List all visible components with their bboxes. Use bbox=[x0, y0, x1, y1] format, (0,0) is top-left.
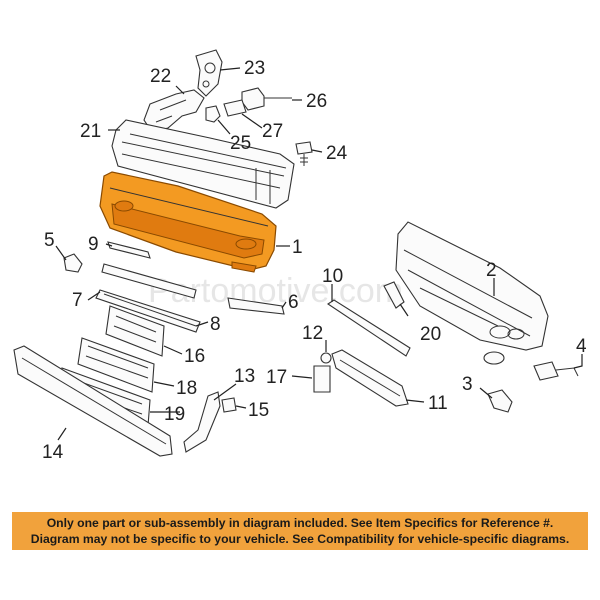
part-20-side-marker[interactable] bbox=[383, 281, 405, 309]
callout-9[interactable]: 9 bbox=[88, 234, 99, 255]
part-23-bracket[interactable] bbox=[195, 49, 223, 97]
part-6-fog-cover[interactable] bbox=[227, 297, 285, 315]
callout-13[interactable]: 13 bbox=[234, 366, 255, 387]
part-25-clip[interactable] bbox=[205, 105, 221, 123]
part-17-plate[interactable] bbox=[313, 365, 331, 393]
callout-16[interactable]: 16 bbox=[184, 346, 205, 367]
disclaimer-banner: Only one part or sub-assembly in diagram… bbox=[12, 512, 588, 550]
part-4-tow-eye[interactable] bbox=[533, 361, 579, 381]
part-fog-lamp[interactable] bbox=[483, 351, 505, 365]
callout-17[interactable]: 17 bbox=[266, 367, 287, 388]
part-15-bracket[interactable] bbox=[221, 397, 237, 413]
callout-4[interactable]: 4 bbox=[576, 336, 587, 357]
part-11-lower-trim[interactable] bbox=[331, 349, 409, 407]
callout-7[interactable]: 7 bbox=[72, 290, 83, 311]
callout-3[interactable]: 3 bbox=[462, 374, 473, 395]
callout-24[interactable]: 24 bbox=[326, 143, 348, 164]
callout-1[interactable]: 1 bbox=[292, 237, 303, 258]
callout-5[interactable]: 5 bbox=[44, 230, 55, 251]
callout-2[interactable]: 2 bbox=[486, 260, 497, 281]
callout-22[interactable]: 22 bbox=[150, 66, 171, 87]
callout-10[interactable]: 10 bbox=[322, 266, 343, 287]
part-8-grille-strip[interactable] bbox=[95, 289, 201, 333]
part-14-spoiler[interactable] bbox=[13, 345, 173, 457]
callout-27[interactable]: 27 bbox=[262, 121, 283, 142]
part-2-bumper-assembly[interactable] bbox=[395, 221, 549, 351]
callout-6[interactable]: 6 bbox=[288, 292, 299, 313]
disclaimer-line-1: Only one part or sub-assembly in diagram… bbox=[46, 516, 554, 530]
callout-labels: 1 2 3 4 5 6 7 8 9 10 11 12 13 14 15 16 1… bbox=[42, 58, 587, 463]
part-grille-strip-upper[interactable] bbox=[101, 263, 197, 299]
callout-19[interactable]: 19 bbox=[164, 404, 185, 425]
leader-lines bbox=[55, 67, 583, 441]
callout-21[interactable]: 21 bbox=[80, 121, 101, 142]
part-1-bumper-cover-highlighted[interactable] bbox=[99, 171, 277, 273]
callout-12[interactable]: 12 bbox=[302, 323, 323, 344]
callout-26[interactable]: 26 bbox=[306, 91, 327, 112]
part-12-nut[interactable] bbox=[320, 352, 332, 364]
part-24-bolt[interactable] bbox=[295, 141, 313, 166]
callout-11[interactable]: 11 bbox=[428, 393, 448, 414]
part-9-strip[interactable] bbox=[107, 241, 151, 259]
callout-25[interactable]: 25 bbox=[230, 133, 251, 154]
part-18-lower-grille[interactable] bbox=[77, 337, 155, 393]
callout-15[interactable]: 15 bbox=[248, 400, 269, 421]
callout-20[interactable]: 20 bbox=[420, 324, 441, 345]
disclaimer-line-2: Diagram may not be specific to your vehi… bbox=[30, 532, 570, 546]
part-13-bracket[interactable] bbox=[183, 391, 221, 453]
part-21-impact-bar[interactable] bbox=[111, 119, 295, 209]
part-27-connector[interactable] bbox=[223, 99, 247, 117]
part-16-license-bracket[interactable] bbox=[105, 305, 165, 357]
part-5-bracket[interactable] bbox=[63, 253, 83, 273]
callout-8[interactable]: 8 bbox=[210, 314, 221, 335]
part-26-sensor[interactable] bbox=[241, 87, 292, 111]
callout-14[interactable]: 14 bbox=[42, 442, 64, 463]
callout-18[interactable]: 18 bbox=[176, 378, 197, 399]
callout-23[interactable]: 23 bbox=[244, 58, 265, 79]
part-3-bracket[interactable] bbox=[487, 389, 513, 413]
